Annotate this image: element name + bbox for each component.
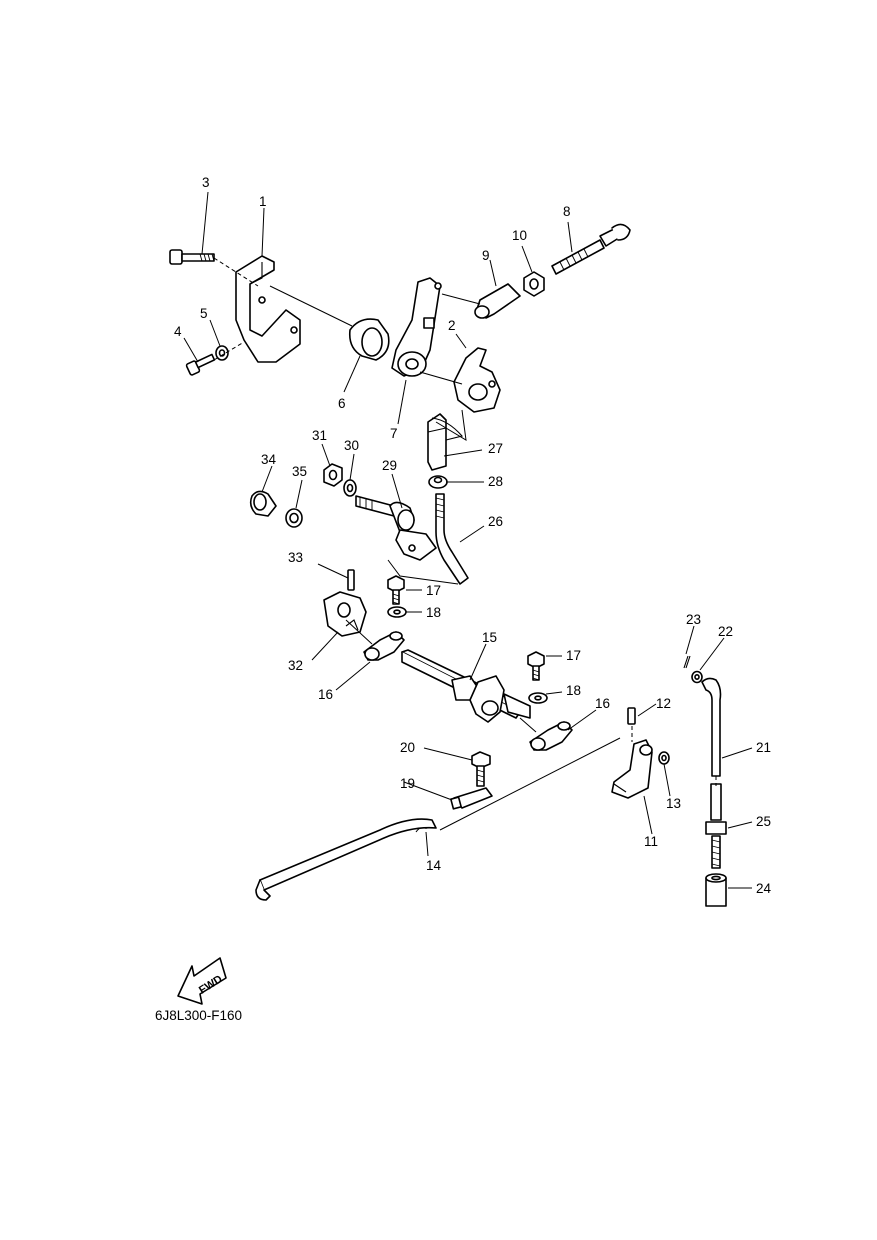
part-29-shaft — [355, 495, 437, 561]
callout-1: 1 — [259, 194, 267, 209]
part-16-lever-right — [529, 721, 573, 751]
part-18-washer-right — [528, 692, 548, 704]
part-34-cap — [249, 490, 277, 517]
callout-19: 19 — [400, 776, 415, 791]
callout-7: 7 — [390, 426, 398, 441]
part-2-cam-plate — [419, 347, 501, 413]
part-4-screw — [185, 353, 216, 376]
callout-33: 33 — [288, 550, 303, 565]
part-5-washer — [215, 345, 229, 361]
callout-30: 30 — [344, 438, 359, 453]
callout-29: 29 — [382, 458, 397, 473]
callout-17-upper: 17 — [426, 583, 441, 598]
part-21-rod — [701, 677, 722, 777]
callout-21: 21 — [756, 740, 771, 755]
part-16-lever-left — [363, 631, 405, 661]
part-10-nut — [523, 271, 545, 297]
callout-20: 20 — [400, 740, 415, 755]
part-7-lever — [391, 277, 442, 377]
part-33-pin — [347, 569, 355, 591]
part-11-lever — [611, 739, 653, 799]
callout-9: 9 — [482, 248, 490, 263]
forward-arrow-icon: FWD — [177, 957, 227, 1005]
callout-14: 14 — [426, 858, 442, 873]
callout-10: 10 — [512, 228, 527, 243]
callout-31: 31 — [312, 428, 327, 443]
callout-32: 32 — [288, 658, 303, 673]
callout-16-left: 16 — [318, 687, 333, 702]
callout-25: 25 — [756, 814, 771, 829]
callout-16-right: 16 — [595, 696, 610, 711]
part-26-rod — [435, 493, 469, 585]
part-8-threaded-rod — [551, 223, 631, 275]
part-9-rod-end — [474, 283, 521, 319]
callout-17-right: 17 — [566, 648, 581, 663]
callout-22: 22 — [718, 624, 733, 639]
callout-6: 6 — [338, 396, 346, 411]
callout-2: 2 — [448, 318, 456, 333]
callout-15: 15 — [482, 630, 497, 645]
callout-8: 8 — [563, 204, 571, 219]
callout-11: 11 — [644, 834, 658, 849]
callout-labels: 1 2 3 4 5 6 7 8 9 10 11 12 13 14 15 16 1… — [174, 175, 772, 896]
part-22-washer — [691, 670, 703, 684]
part-28-nut — [428, 475, 448, 489]
part-20-bolt — [471, 751, 491, 787]
part-12-pin — [627, 707, 636, 725]
part-25-threaded-pin — [705, 783, 727, 869]
callout-3: 3 — [202, 175, 210, 190]
callout-27: 27 — [488, 441, 503, 456]
part-19-plate — [450, 787, 493, 810]
part-3-bolt — [169, 249, 215, 265]
part-14-linkage-rod — [255, 818, 437, 901]
callout-13: 13 — [666, 796, 681, 811]
callout-34: 34 — [261, 452, 277, 467]
part-1-bracket — [235, 255, 301, 363]
part-15-shaft — [401, 649, 531, 723]
part-18-washer-upper — [387, 606, 407, 618]
part-17-bolt-upper — [387, 575, 405, 605]
callout-12: 12 — [656, 696, 671, 711]
part-35-washer — [285, 508, 303, 528]
part-17-bolt-right — [527, 651, 545, 681]
callout-18-upper: 18 — [426, 605, 441, 620]
callout-28: 28 — [488, 474, 503, 489]
callout-4: 4 — [174, 324, 182, 339]
part-32-bracket — [323, 591, 367, 637]
callout-23: 23 — [686, 612, 701, 627]
callout-18-right: 18 — [566, 683, 581, 698]
callout-26: 26 — [488, 514, 503, 529]
part-31-nut — [323, 463, 343, 487]
part-30-washer — [343, 479, 357, 497]
callout-5: 5 — [200, 306, 208, 321]
part-24-sleeve — [705, 873, 727, 907]
part-6-collar — [348, 318, 390, 361]
callout-35: 35 — [292, 464, 307, 479]
part-13-washer — [658, 751, 670, 765]
callout-24: 24 — [756, 881, 772, 896]
part-27-clip — [427, 413, 464, 471]
drawing-code: 6J8L300-F160 — [155, 1008, 242, 1023]
part-23-cotter-pin — [683, 655, 691, 669]
leader-lines — [183, 191, 753, 889]
